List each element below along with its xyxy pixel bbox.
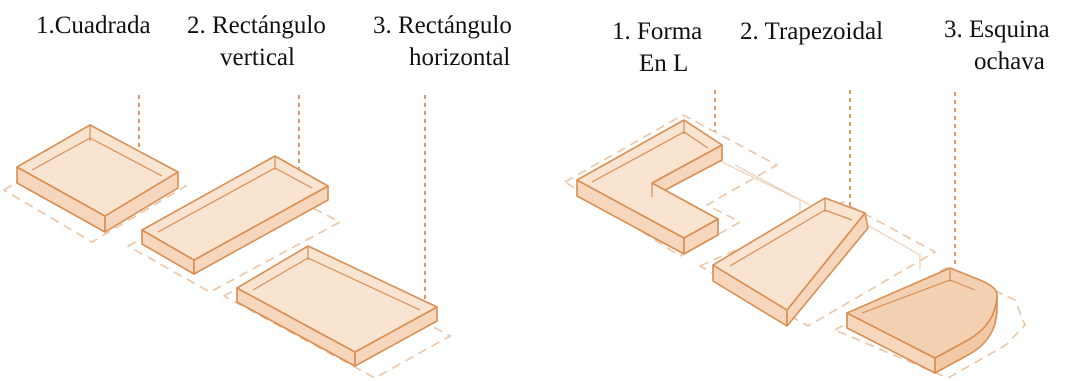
label-rectangulo-vertical: 2. Rectángulo vertical [187,12,326,71]
label-rectangulo-horizontal: 3. Rectángulo horizontal [373,12,512,71]
shape-forma-en-l [576,119,723,255]
label-esquina-ochava: 3. Esquina ochava [944,16,1050,75]
shape-esquina-ochava [846,267,998,374]
label-trapezoidal: 2. Trapezoidal [740,18,884,45]
connector-line [861,221,921,270]
label-forma-en-l: 1. Forma En L [612,18,703,77]
label-cuadrada: 1.Cuadrada [36,12,151,39]
shape-trapezoidal [712,197,869,327]
halo-cuadrada [3,133,187,243]
connector-line [734,164,811,206]
shape-rectangulo-horizontal [236,245,438,367]
halo-forma-en-l [564,114,778,257]
shape-cuadrada [16,124,179,233]
halo-esquina-ochava [834,267,1026,379]
shape-rectangulo-vertical [141,155,329,275]
halo-rectangulo-horizontal [223,253,451,379]
halo-trapezoidal [699,201,936,327]
